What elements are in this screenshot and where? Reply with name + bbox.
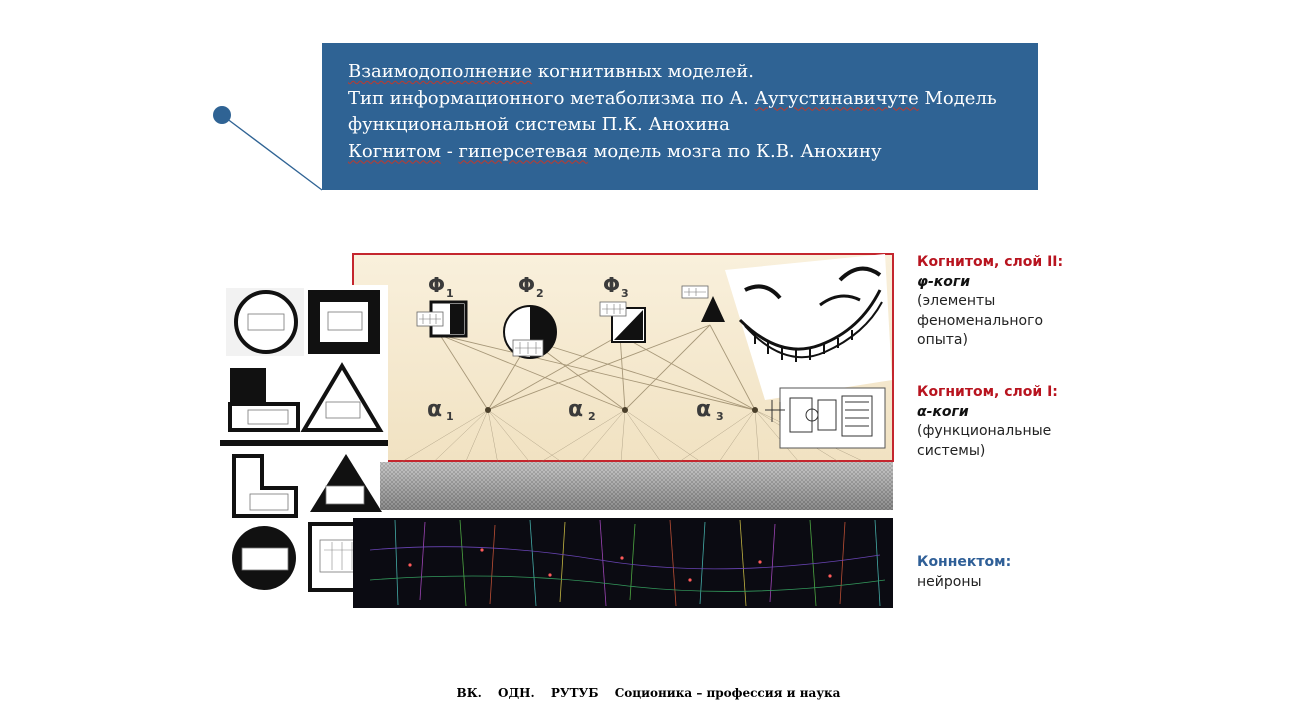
phi-sub-2: 2: [536, 287, 544, 300]
smile-drawing: [738, 266, 883, 362]
callout-dot: [213, 106, 231, 124]
alpha-label-2: α: [568, 397, 583, 422]
footer-channel: Соционика – профессия и наука: [614, 686, 841, 700]
alpha-node-3: [752, 407, 758, 413]
legend-layer-1-sub: α-коги: [917, 403, 969, 420]
legend-connectome-heading: Коннектом:: [917, 554, 1012, 570]
footer-vk: ВК.: [456, 686, 482, 700]
phi-symbol-4: [681, 285, 725, 322]
legend-layer-2-sub: φ-коги: [917, 273, 971, 290]
title-line-2: Тип информационного метаболизма по А. Ау…: [348, 87, 997, 109]
title-box: Взаимодополнение когнитивных моделей. Ти…: [322, 43, 1038, 190]
legend-layer-2-text-2: феноменального: [917, 312, 1044, 329]
phi-label-1: Φ: [428, 273, 445, 297]
legend-connectome-text: нейроны: [917, 573, 982, 590]
title-word-vzaimodopolnenie: Взаимодополнение: [348, 61, 533, 82]
cognitome-diagram: Φ 1 Φ 2 Φ 3 α 1 α 2 α 3: [220, 253, 894, 608]
phi-symbol-2: [503, 305, 557, 359]
title-line-3: функциональной системы П.К. Анохина: [348, 114, 730, 135]
legend-layer-1-text-1: (функциональные: [917, 423, 1052, 439]
title-line-1: Взаимодополнение когнитивных моделей.: [348, 61, 755, 82]
alpha-sub-1: 1: [446, 410, 454, 423]
title-word-augustinaviciute: Аугустинавичуте: [754, 87, 919, 109]
phi-label-2: Φ: [518, 273, 535, 297]
phi-sub-3: 3: [621, 287, 629, 300]
legend-layer-2: Когнитом, слой II: φ-коги (элементы фено…: [917, 253, 1063, 351]
footer-odn: ОДН.: [497, 686, 535, 700]
title-word-kognitom: Когнитом: [348, 140, 441, 162]
phi-symbol-3: [599, 301, 646, 343]
connectome-layer: [353, 518, 893, 608]
mesh-layer: [380, 462, 893, 510]
legend-layer-2-text-1: (элементы: [917, 293, 996, 309]
phi-symbol-1: [416, 300, 468, 338]
title-word-gipersetevaya: гиперсетевая: [458, 140, 588, 162]
legend-layer-1: Когнитом, слой I: α-коги (функциональные…: [917, 383, 1058, 461]
phi-label-3: Φ: [603, 273, 620, 297]
alpha-sub-3: 3: [716, 410, 724, 423]
alpha-node-2: [622, 407, 628, 413]
alpha-label-1: α: [427, 397, 442, 422]
title-line-4: Когнитом - гиперсетевая модель мозга по …: [348, 140, 882, 162]
alpha-node-1: [485, 407, 491, 413]
legend-connectome: Коннектом: нейроны: [917, 553, 1011, 592]
footer-rutube: РУТУБ: [550, 686, 599, 700]
alpha-label-3: α: [696, 397, 711, 422]
legend-layer-2-text-3: опыта): [917, 332, 968, 348]
functional-system-scheme: [765, 387, 886, 449]
legend-layer-1-heading: Когнитом, слой I:: [917, 384, 1058, 400]
alpha-sub-2: 2: [588, 410, 596, 423]
footer: ВК. ОДН. РУТУБ Соционика – профессия и н…: [0, 686, 1297, 700]
legend-layer-2-heading: Когнитом, слой II:: [917, 254, 1064, 270]
legend-layer-1-text-2: системы): [917, 442, 986, 459]
phi-sub-1: 1: [446, 287, 454, 300]
